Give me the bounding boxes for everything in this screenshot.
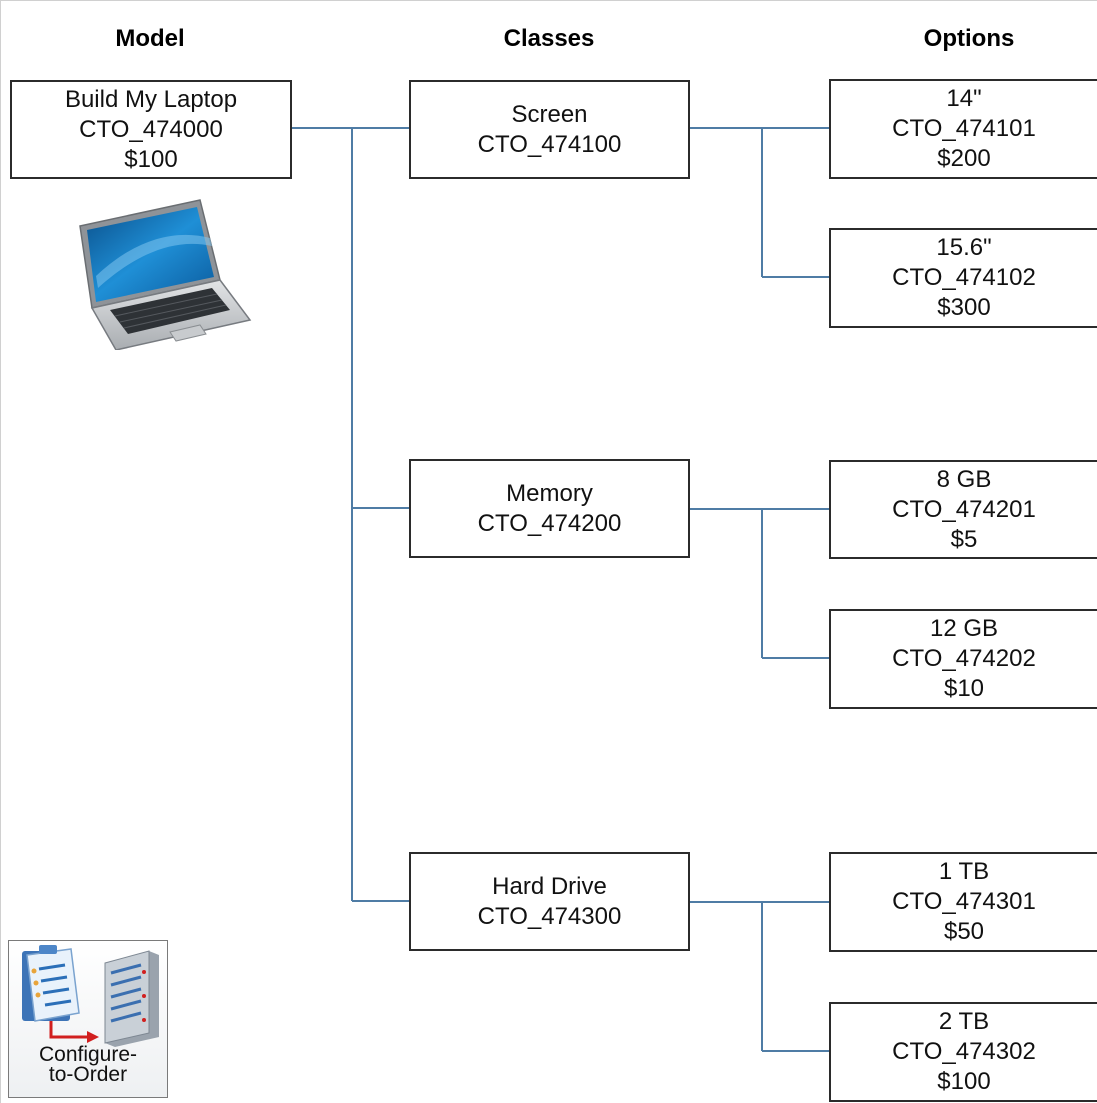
class-name: Hard Drive xyxy=(492,872,607,900)
option-name: 2 TB xyxy=(938,1008,990,1035)
label-line-2: to-Order xyxy=(48,1063,128,1086)
model-code: CTO_474000 xyxy=(79,115,223,143)
label-line-1: Configure- xyxy=(38,1043,138,1066)
option-code: CTO_474301 xyxy=(892,888,1036,915)
options-column-header: Options xyxy=(923,25,1015,52)
model-price: $100 xyxy=(124,145,178,173)
class-box-screen: Screen CTO_474100 xyxy=(409,80,690,179)
option-price: $50 xyxy=(943,918,985,945)
class-code: CTO_474300 xyxy=(477,902,622,930)
option-price: $200 xyxy=(937,145,991,172)
model-name: Build My Laptop xyxy=(64,85,238,113)
option-code: CTO_474102 xyxy=(892,264,1036,291)
option-box-12-gb: 12 GB CTO_474202 $10 xyxy=(829,609,1097,709)
class-box-hard-drive: Hard Drive CTO_474300 xyxy=(409,852,690,951)
option-code: CTO_474201 xyxy=(892,495,1036,523)
option-price: $10 xyxy=(943,675,985,702)
option-price: $100 xyxy=(937,1068,991,1095)
option-name: 15.6" xyxy=(936,234,992,261)
option-price: $300 xyxy=(937,294,991,321)
option-code: CTO_474101 xyxy=(892,115,1036,142)
option-price: $5 xyxy=(950,525,978,553)
option-box-1-tb: 1 TB CTO_474301 $50 xyxy=(829,852,1097,952)
class-name: Screen xyxy=(511,100,588,128)
model-box-build-my-laptop: Build My Laptop CTO_474000 $100 xyxy=(10,80,292,179)
class-code: CTO_474100 xyxy=(477,130,622,158)
option-name: 1 TB xyxy=(938,858,990,885)
classes-column-header: Classes xyxy=(503,25,595,52)
option-box-2-tb: 2 TB CTO_474302 $100 xyxy=(829,1002,1097,1102)
option-name: 12 GB xyxy=(929,615,999,642)
frame-left-edge xyxy=(0,0,1,1103)
option-box-8-gb: 8 GB CTO_474201 $5 xyxy=(829,460,1097,559)
configure-to-order-glyph xyxy=(22,945,159,1047)
option-code: CTO_474302 xyxy=(892,1038,1036,1065)
option-name: 14" xyxy=(946,85,982,112)
option-code: CTO_474202 xyxy=(892,645,1036,672)
option-box-14-inch: 14" CTO_474101 $200 xyxy=(829,79,1097,179)
laptop-icon xyxy=(79,199,252,350)
option-name: 8 GB xyxy=(936,465,992,493)
class-name: Memory xyxy=(506,479,593,507)
class-box-memory: Memory CTO_474200 xyxy=(409,459,690,558)
configure-to-order-icon[interactable]: Configure- to-Order xyxy=(8,940,168,1098)
frame-top-edge xyxy=(0,0,1097,1)
model-column-header: Model xyxy=(115,25,185,52)
option-box-15-6-inch: 15.6" CTO_474102 $300 xyxy=(829,228,1097,328)
class-code: CTO_474200 xyxy=(477,509,622,537)
configure-to-order-label: Configure- to-Order xyxy=(9,1043,167,1086)
